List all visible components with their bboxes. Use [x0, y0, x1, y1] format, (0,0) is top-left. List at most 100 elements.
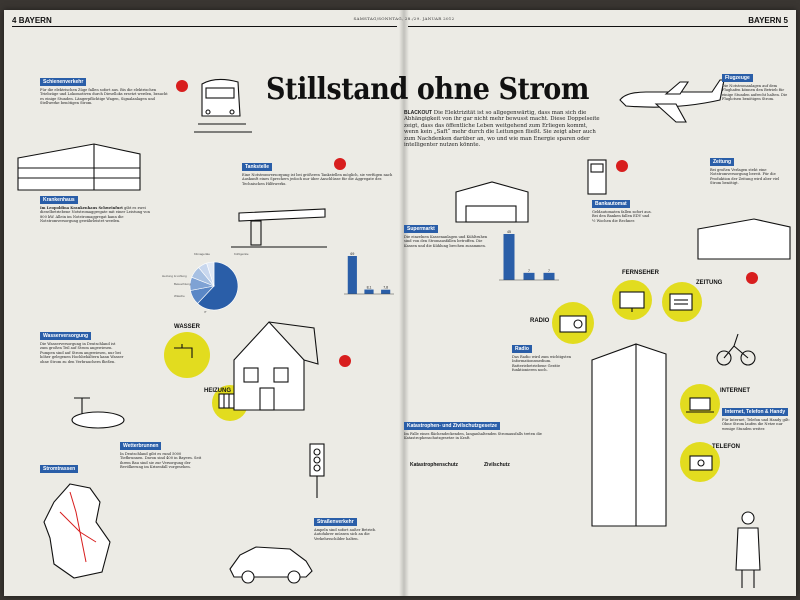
- germany-map: [43, 483, 111, 579]
- pie-label-3: Beleuchtung: [174, 282, 191, 286]
- krankenhaus-lead: Im Leopoldina Krankenhaus Schweinfurt: [40, 206, 123, 210]
- bar-chart-2: 45 7 7: [499, 230, 559, 281]
- faucet-icon: [174, 344, 193, 358]
- sub-title-zivilschutz: Zivilschutz: [484, 462, 510, 468]
- lead-paragraph: BLACKOUT Die Elektrizität ist so allgege…: [404, 110, 600, 156]
- section-text-krankenhaus: Im Leopoldina Krankenhaus Schweinfurt gi…: [40, 206, 152, 254]
- bar-label-2: 7: [548, 269, 550, 273]
- label-internet: INTERNET: [720, 388, 750, 394]
- pie-label-5: IT: [204, 310, 207, 314]
- trampoline-illustration: [71, 397, 125, 429]
- bar-2: [543, 272, 555, 280]
- section-title-wasser: Wasserversorgung: [40, 332, 92, 340]
- section-title-zeitung: Zeitung: [710, 158, 735, 166]
- bar-label-2: 7,8: [383, 286, 388, 290]
- section-text-flugzeug: Die Notstromanlagen auf dem Flughafen kö…: [722, 84, 788, 102]
- pie-label-0: Klimageräte: [194, 252, 211, 256]
- lead-kicker: BLACKOUT: [404, 110, 433, 116]
- section-text-zeitung: Bei großen Verlagen steht eine Notstromv…: [710, 168, 780, 186]
- house-illustration: [233, 321, 319, 411]
- section-text-tankstelle: Eine Notstromversorgung ist bei größeren…: [242, 173, 393, 186]
- supermarket-illustration: [455, 181, 529, 223]
- section-text-radio: Das Radio wird zum wichtigsten Informati…: [512, 355, 572, 373]
- left-page-header: 4 BAYERN: [12, 16, 52, 25]
- businessman-illustration: [735, 511, 761, 588]
- section-text-wasser: Die Wasserversorgung in Deutschland ist …: [40, 342, 124, 364]
- printing-house-illustration: [697, 218, 791, 260]
- pie-label-2: Heizung & Lüftung: [162, 274, 187, 278]
- pie-slice-0: [197, 261, 239, 311]
- bar-label-0: 45: [507, 230, 511, 234]
- bar-0: [347, 256, 357, 294]
- label-fernseher: FERNSEHER: [622, 270, 660, 276]
- krankenhaus-text: gibt es zwei dieselbetriebene Notstromag…: [40, 206, 150, 224]
- section-title-tankstelle: Tankstelle: [242, 163, 273, 171]
- label-telefon: TELEFON: [712, 444, 740, 450]
- badge-bank: [616, 160, 628, 172]
- high-rise-illustration: [591, 343, 667, 527]
- badge-haus: [339, 355, 351, 367]
- section-title-strassenverkehr: Straßenverkehr: [314, 518, 357, 526]
- section-name-left: BAYERN: [18, 16, 52, 25]
- bar-label-0: 69: [350, 252, 354, 256]
- label-radio: RADIO: [530, 318, 550, 324]
- tv-icon: [619, 291, 645, 312]
- section-text-katastrophen: Im Falle eines flächendeckenden, langanh…: [404, 432, 542, 441]
- section-title-krankenhaus: Krankenhaus: [40, 196, 78, 204]
- laptop-icon: [686, 397, 714, 413]
- section-title-katastrophen: Katastrophen- und Zivilschutzgesetze: [404, 422, 501, 430]
- section-text-bankautomat: Geldautomaten fallen sofort aus. Bei den…: [592, 210, 652, 223]
- section-title-bankautomat: Bankautomat: [592, 200, 630, 208]
- bar-0: [503, 234, 515, 280]
- right-page-header: BAYERN 5: [748, 16, 788, 25]
- lead-text: Die Elektrizität ist so allgegenwärtig, …: [404, 110, 600, 149]
- section-title-flugzeug: Flugzeuge: [722, 74, 753, 82]
- section-text-strassenverkehr: Ampeln sind sofort außer Betrieb. Autofa…: [314, 528, 377, 541]
- section-title-schienen: Schienenverkehr: [40, 78, 87, 86]
- label-wasser: WASSER: [174, 324, 201, 330]
- telephone-icon: [689, 455, 713, 471]
- section-title-wetterbrunnen: Wetterbrunnen: [120, 442, 162, 450]
- airplane-illustration: [619, 79, 725, 123]
- section-text-schienen: Für die elektrischen Züge fallen sofort …: [40, 88, 168, 106]
- badge-zeitung: [746, 272, 758, 284]
- newspaper-spread: 4 BAYERN SAMSTAG/SONNTAG, 28./29. JANUAR…: [4, 10, 796, 596]
- car-illustration: [229, 546, 313, 584]
- label-zeitung: ZEITUNG: [696, 280, 723, 286]
- section-text-internet: Für Internet, Telefon und Handy gilt: Oh…: [722, 418, 790, 431]
- section-name-right: BAYERN: [748, 16, 782, 25]
- pie-chart: [189, 261, 239, 311]
- badge-schienen: [176, 80, 188, 92]
- headline: Stillstand ohne Strom: [266, 72, 589, 107]
- bicycle-illustration: [716, 333, 756, 366]
- pie-label-4: Wäsche: [174, 294, 185, 298]
- office-building-illustration: [17, 143, 141, 191]
- bar-1: [364, 289, 374, 294]
- sub-title-katastrophenschutz: Katastrophenschutz: [410, 462, 459, 468]
- header-rule-right: [408, 26, 788, 27]
- label-heizung: HEIZUNG: [204, 388, 231, 394]
- pie-label-1: Kühlgeräte: [234, 252, 249, 256]
- section-title-supermarkt: Supermarkt: [404, 225, 438, 233]
- radio-icon: [559, 315, 587, 333]
- section-text-supermarkt: Die einzelnen Kassenanlagen und Kühltruh…: [404, 235, 488, 248]
- gas-station-illustration: [231, 208, 327, 248]
- bar-chart-1: 69 8,1 7,8: [344, 252, 394, 295]
- newspaper-icon: [669, 293, 693, 311]
- section-title-internet: Internet, Telefon & Handy: [722, 408, 789, 416]
- train-illustration: [194, 78, 252, 133]
- pie-slice-5: [206, 261, 215, 287]
- header-rule-left: [12, 26, 397, 27]
- water-circle: [164, 332, 210, 378]
- atm-illustration: [587, 159, 607, 195]
- page-number-left: 4: [12, 16, 17, 25]
- dateline: SAMSTAG/SONNTAG, 28./29. JANUAR 2012: [353, 16, 455, 21]
- page-number-right: 5: [783, 16, 788, 25]
- page-fold: [399, 10, 409, 596]
- bar-label-1: 7: [528, 269, 530, 273]
- bar-2: [381, 289, 391, 294]
- bar-label-1: 8,1: [367, 286, 372, 290]
- section-text-wetterbrunnen: In Deutschland gibt es rund 5000 Tiefbru…: [120, 452, 202, 470]
- badge-tankstelle: [334, 158, 346, 170]
- traffic-light-illustration: [309, 443, 325, 498]
